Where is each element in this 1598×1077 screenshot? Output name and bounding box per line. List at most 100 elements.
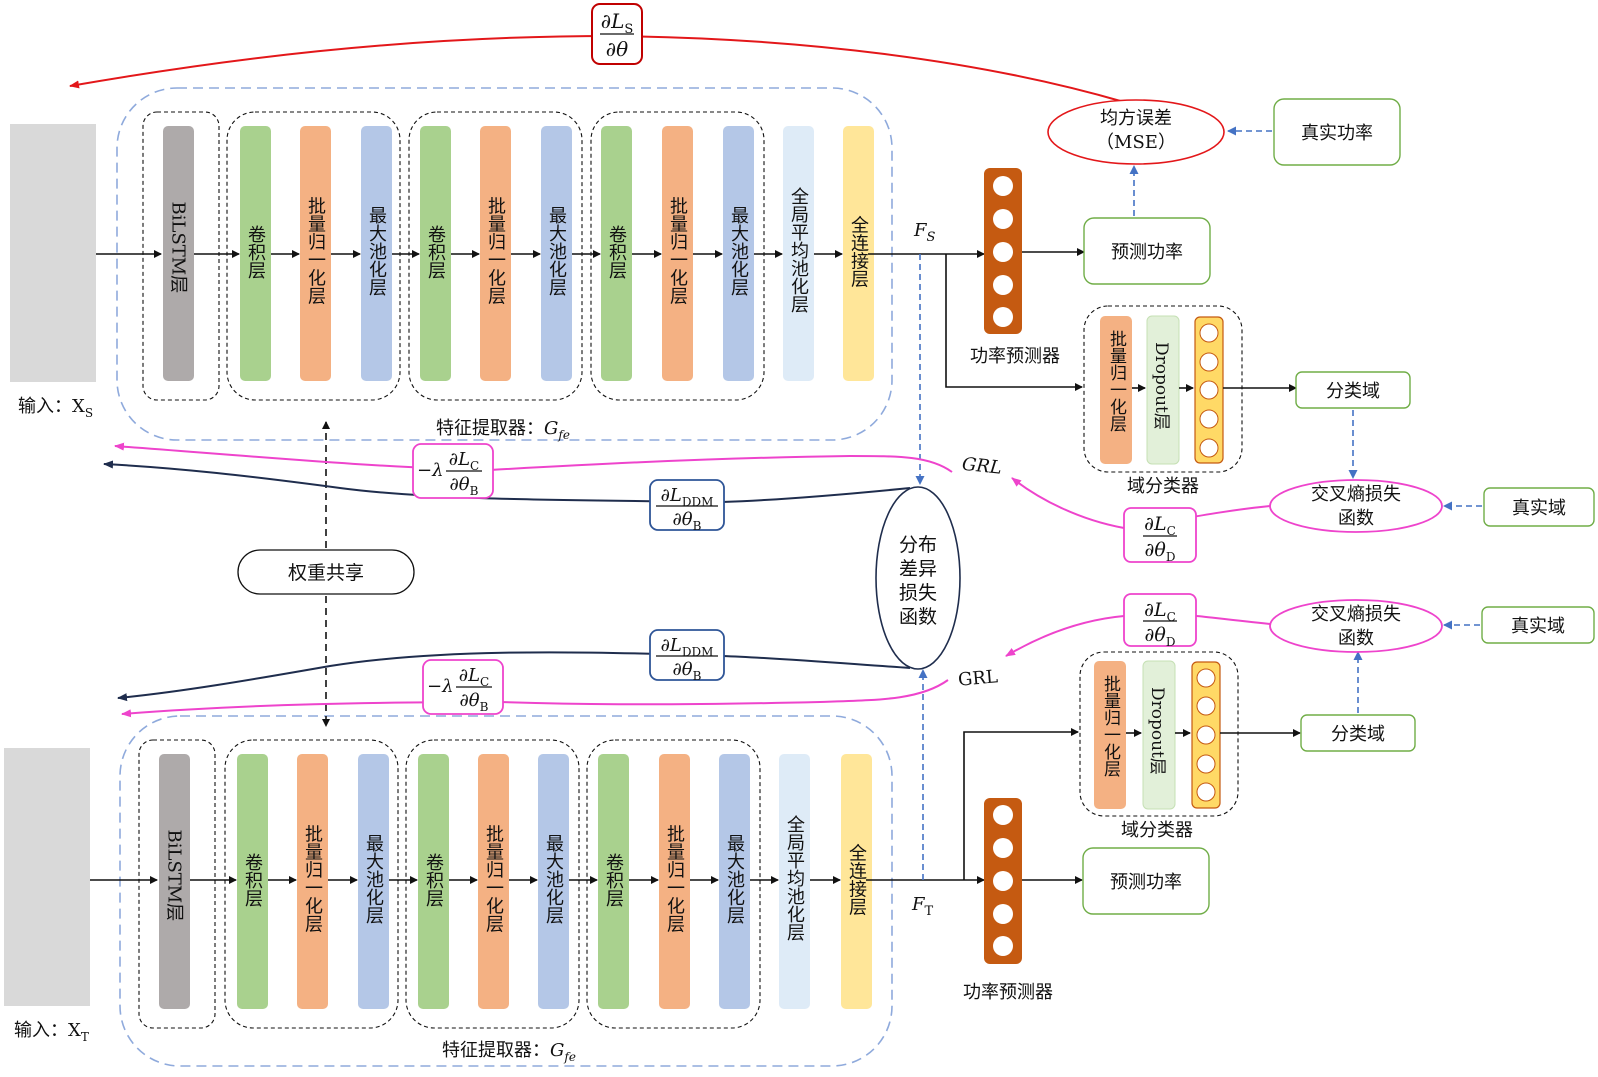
source-layer-batchnorm-label: 批量归一化层 — [305, 196, 326, 304]
svg-text:∂LS: ∂LS — [601, 9, 634, 37]
source-layer-conv-label: 卷积层 — [245, 225, 266, 279]
source-layer-maxpool-label: 最大池化层 — [728, 206, 749, 296]
target-power-predictor — [984, 798, 1022, 964]
target-layer-conv-label: 卷积层 — [603, 853, 624, 907]
ddm-label-line2: 差异 — [899, 558, 937, 580]
source-ce-line2: 函数 — [1338, 508, 1374, 529]
target-input-label: 输入：XT — [14, 1020, 89, 1044]
source-grl-label: GRL — [961, 454, 1003, 479]
grad-ddm-box-source: ∂LDDM ∂θB — [649, 479, 725, 533]
source-power-predictor — [984, 168, 1022, 334]
source-power-predictor-label: 功率预测器 — [970, 346, 1060, 367]
target-head: FT 功率预测器 预测功率 批量归一化层 Dropout层 域分类器 分类域 — [866, 593, 1595, 1003]
source-layer-batchnorm-8 — [662, 126, 693, 381]
mse-label-line1: 均方误差 — [1100, 108, 1172, 129]
source-predicted-power-label: 预测功率 — [1111, 242, 1183, 263]
source-extractor-caption: 特征提取器：Gfe — [436, 418, 570, 442]
svg-text:∂θB: ∂θB — [450, 474, 479, 498]
grad-ls-num: ∂L — [601, 9, 625, 33]
source-true-domain-box — [1483, 487, 1595, 527]
source-layer-conv-label: 卷积层 — [425, 225, 446, 279]
source-dc-dropout — [1146, 315, 1180, 465]
source-layer-conv-label: 卷积层 — [606, 225, 627, 279]
source-domain-classifier-frame — [1083, 305, 1243, 473]
source-feature-label: FS — [913, 220, 936, 245]
ddm-label-line4: 函数 — [899, 606, 937, 628]
target-layer-gap-label: 全局平均池化层 — [784, 815, 805, 941]
target-layer-batchnorm-2 — [297, 754, 328, 1009]
target-bilstm-group — [138, 739, 216, 1029]
source-layer-conv-7 — [601, 126, 632, 381]
target-grl-label: GRL — [957, 666, 999, 690]
svg-text:∂LC: ∂LC — [1144, 513, 1176, 538]
target-predicted-power-box — [1082, 847, 1210, 915]
target-layer-maxpool-9 — [719, 754, 750, 1009]
target-ce-line1: 交叉熵损失 — [1311, 604, 1401, 625]
svg-text:−λ: −λ — [427, 676, 454, 697]
source-layer-fc-11 — [843, 126, 874, 381]
target-ddm-gradient-arrow — [117, 651, 911, 702]
target-dc-batchnorm — [1094, 661, 1126, 809]
target-layer-conv-1 — [237, 754, 268, 1009]
svg-text:∂θB: ∂θB — [673, 509, 702, 533]
source-layer-conv-4 — [420, 126, 451, 381]
grad-ls-den: ∂θ — [606, 37, 628, 61]
grad-neg-lambda-lc-box-target: −λ ∂LC ∂θB — [422, 659, 504, 715]
mse-label-line2: （MSE） — [1096, 132, 1176, 153]
grad-lc-thetad-box-target: ∂LC ∂θD — [1123, 593, 1197, 649]
source-bilstm-group — [142, 111, 220, 401]
target-layer-maxpool-label: 最大池化层 — [543, 834, 564, 924]
target-predicted-power-label: 预测功率 — [1110, 872, 1182, 893]
target-conv-group-1 — [224, 739, 399, 1029]
grad-lc-thetad-box-source: ∂LC ∂θD — [1123, 507, 1197, 564]
source-layer-batchnorm-5 — [480, 126, 511, 381]
source-predicted-power-box — [1083, 217, 1211, 285]
target-layer-fc-label: 全连接层 — [846, 843, 867, 915]
target-layer-maxpool-6 — [538, 754, 569, 1009]
target-layer-batchnorm-label: 批量归一化层 — [664, 824, 685, 932]
target-classified-domain-box — [1300, 714, 1416, 752]
weight-sharing-pill — [237, 549, 415, 595]
target-layer-conv-label: 卷积层 — [242, 853, 263, 907]
source-layer-bilstm-0 — [163, 126, 194, 381]
target-feature-label: FT — [911, 894, 934, 919]
weight-sharing-label: 权重共享 — [288, 562, 364, 584]
grad-neg-lambda-lc-box-source: −λ ∂LC ∂θB — [412, 443, 494, 499]
svg-text:∂θD: ∂θD — [1145, 624, 1176, 649]
source-domain-classifier-label: 域分类器 — [1127, 476, 1199, 497]
source-dc-batchnorm — [1100, 316, 1132, 464]
target-layer-bilstm-0 — [159, 754, 190, 1009]
source-true-power-box — [1273, 98, 1401, 166]
source-layer-bilstm-label: BiLSTM层 — [168, 202, 189, 294]
source-layer-batchnorm-label: 批量归一化层 — [485, 196, 506, 304]
target-true-domain-label: 真实域 — [1511, 616, 1565, 637]
source-layer-maxpool-label: 最大池化层 — [546, 206, 567, 296]
target-conv-group-2 — [405, 739, 580, 1029]
source-input-block — [10, 124, 96, 382]
target-extractor-caption: 特征提取器：Gfe — [442, 1040, 576, 1064]
source-reversed-gradient-arrow — [114, 442, 953, 473]
ddm-label-line3: 损失 — [899, 582, 937, 604]
ddm-loss-ellipse — [875, 486, 961, 670]
target-domain-classifier-label: 域分类器 — [1121, 820, 1193, 841]
source-layer-batchnorm-2 — [300, 126, 331, 381]
target-layer-gap-10 — [779, 754, 810, 1009]
target-layer-batchnorm-label: 批量归一化层 — [483, 824, 504, 932]
target-power-predictor-label: 功率预测器 — [963, 982, 1053, 1003]
source-input-label: 输入：XS — [18, 396, 93, 420]
source-conv-group-1 — [226, 111, 401, 401]
svg-text:∂θB: ∂θB — [673, 659, 702, 683]
source-dc-dense — [1194, 316, 1224, 464]
source-feature-extractor-frame — [116, 87, 893, 441]
target-feature-extractor-frame — [119, 715, 893, 1067]
target-ce-line2: 函数 — [1338, 628, 1374, 649]
source-branch: 输入：XS BiLSTM层 卷积层 批量归一化层 最大池化层 卷积层 批量归一化层 最大池化… — [10, 87, 893, 442]
target-layer-maxpool-label: 最大池化层 — [724, 834, 745, 924]
target-reversed-gradient-arrow — [121, 679, 949, 718]
target-branch: 输入：XT BiLSTM层卷积层批量归一化层最大池化层卷积层批量归一化层最大池化… — [4, 715, 893, 1067]
target-conv-group-3 — [586, 739, 761, 1029]
target-layer-maxpool-3 — [358, 754, 389, 1009]
target-dc-dropout — [1142, 660, 1176, 810]
target-dc-dense — [1191, 661, 1221, 809]
